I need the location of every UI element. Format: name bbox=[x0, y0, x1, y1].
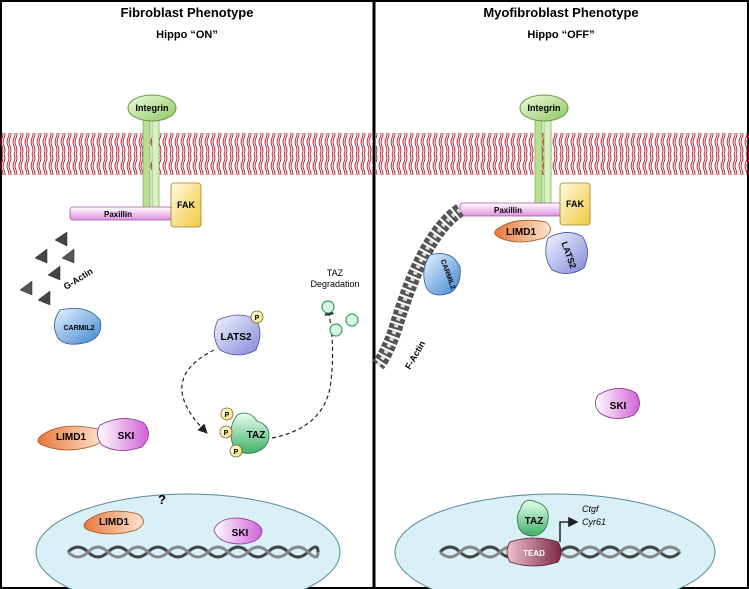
right-fak-label: FAK bbox=[566, 199, 585, 209]
right-taz-label: TAZ bbox=[525, 516, 544, 527]
taz-degradation: TAZ Degradation bbox=[310, 268, 360, 337]
lats2-phospho-circle bbox=[250, 310, 264, 324]
right-lats2: LATS2 bbox=[545, 232, 588, 274]
right-taz: TAZ bbox=[516, 499, 549, 537]
left-cell-membrane bbox=[0, 133, 373, 175]
left-limd1: LIMD1 bbox=[37, 425, 104, 451]
right-ski-label: SKI bbox=[610, 401, 627, 412]
left-nucleus bbox=[35, 493, 341, 589]
tead-label: TEAD bbox=[523, 549, 545, 558]
left-integrin: Integrin bbox=[127, 94, 177, 209]
right-ski: SKI bbox=[595, 388, 640, 419]
taz-phospho-label-1: P bbox=[225, 412, 230, 419]
arrow-taz-to-degradation bbox=[271, 305, 335, 439]
right-fak: FAK bbox=[559, 182, 591, 226]
right-panel-subtitle: Hippo “OFF” bbox=[527, 29, 594, 41]
g-actin-label: G-Actin bbox=[62, 266, 95, 292]
taz-phospho-circle-1 bbox=[220, 407, 234, 421]
g-actin-monomers: G-Actin bbox=[19, 231, 95, 306]
taz-degradation-line1: TAZ bbox=[327, 268, 344, 278]
taz-phospho-label-3: P bbox=[234, 449, 239, 456]
left-dna bbox=[66, 545, 320, 559]
left-fak-label: FAK bbox=[177, 200, 196, 210]
left-lats2-label: LATS2 bbox=[221, 332, 252, 343]
left-ski-label: SKI bbox=[118, 431, 135, 442]
gene-cyr61: Cyr61 bbox=[582, 517, 606, 527]
right-panel: Myofibroblast Phenotype Hippo “OFF” Inte… bbox=[372, 5, 749, 589]
left-paxillin-label: Paxillin bbox=[104, 210, 132, 219]
left-ski: SKI bbox=[97, 418, 149, 451]
left-taz-label: TAZ bbox=[247, 430, 266, 441]
left-panel: Fibroblast Phenotype Hippo “ON” Integrin… bbox=[0, 5, 373, 589]
taz-phospho-circle-3 bbox=[229, 444, 243, 458]
left-fak: FAK bbox=[170, 182, 202, 228]
f-actin-label: F-Actin bbox=[403, 339, 427, 371]
arrow-lats2-to-taz bbox=[181, 349, 215, 434]
left-paxillin: Paxillin bbox=[69, 206, 173, 221]
nucleus-ski-label: SKI bbox=[232, 528, 249, 539]
nucleus-limd1-label: LIMD1 bbox=[99, 517, 129, 528]
right-paxillin: Paxillin bbox=[459, 202, 563, 217]
right-limd1-label: LIMD1 bbox=[506, 227, 536, 238]
lats2-phospho-label: P bbox=[255, 315, 260, 322]
left-integrin-label: Integrin bbox=[136, 103, 169, 113]
right-paxillin-label: Paxillin bbox=[494, 206, 522, 215]
taz-phospho-circle-2 bbox=[219, 425, 233, 439]
tead: TEAD bbox=[506, 537, 562, 567]
right-cell-membrane bbox=[376, 133, 749, 175]
left-panel-title: Fibroblast Phenotype bbox=[121, 5, 254, 20]
right-limd1: LIMD1 bbox=[494, 219, 551, 243]
taz-degradation-line2: Degradation bbox=[310, 279, 359, 289]
right-integrin: Integrin bbox=[519, 94, 569, 209]
left-taz: TAZ P P P bbox=[219, 407, 270, 458]
gene-ctgf: Ctgf bbox=[582, 504, 600, 514]
left-carmil2: CARMIL2 bbox=[54, 307, 102, 345]
nucleus-limd1: LIMD1 bbox=[83, 510, 144, 535]
right-carmil2: CARMIL2 bbox=[423, 253, 461, 296]
taz-phospho-label-2: P bbox=[224, 430, 229, 437]
left-limd1-label: LIMD1 bbox=[56, 432, 86, 443]
question-mark: ? bbox=[158, 492, 166, 507]
nucleus-ski: SKI bbox=[213, 517, 263, 545]
right-integrin-label: Integrin bbox=[528, 103, 561, 113]
transcription-arrow bbox=[559, 516, 579, 542]
left-panel-subtitle: Hippo “ON” bbox=[156, 29, 218, 41]
right-panel-title: Myofibroblast Phenotype bbox=[483, 5, 638, 20]
left-carmil2-label: CARMIL2 bbox=[63, 325, 94, 332]
left-lats2: LATS2 P bbox=[214, 310, 264, 356]
